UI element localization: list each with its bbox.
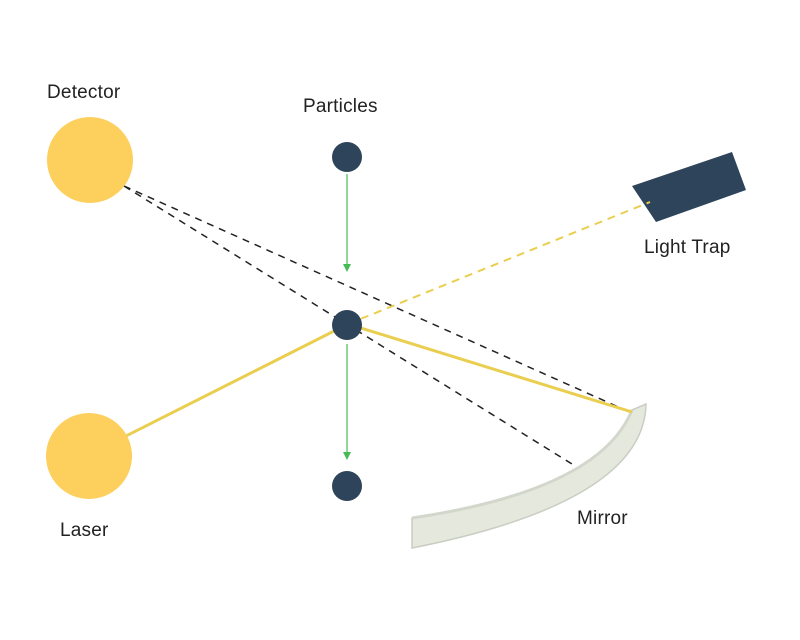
mirror-reflective-edge	[411, 409, 634, 520]
mirror-label: Mirror	[577, 508, 628, 529]
particle-bottom	[332, 471, 362, 501]
particle-top	[332, 142, 362, 172]
light-trap-label: Light Trap	[644, 237, 731, 258]
laser-beam	[125, 322, 349, 438]
scatter-line-detector-to-mirror-top	[123, 185, 635, 415]
particle-middle	[332, 310, 362, 340]
mirror	[411, 402, 647, 549]
particles-label: Particles	[303, 96, 378, 117]
reflected-beam	[347, 322, 633, 414]
detector-label: Detector	[47, 82, 121, 103]
laser-source-circle	[46, 413, 132, 499]
laser-label: Laser	[60, 520, 109, 541]
light-trap	[632, 152, 746, 222]
laser-path-to-light-trap	[347, 201, 651, 325]
detector-circle	[47, 117, 133, 203]
